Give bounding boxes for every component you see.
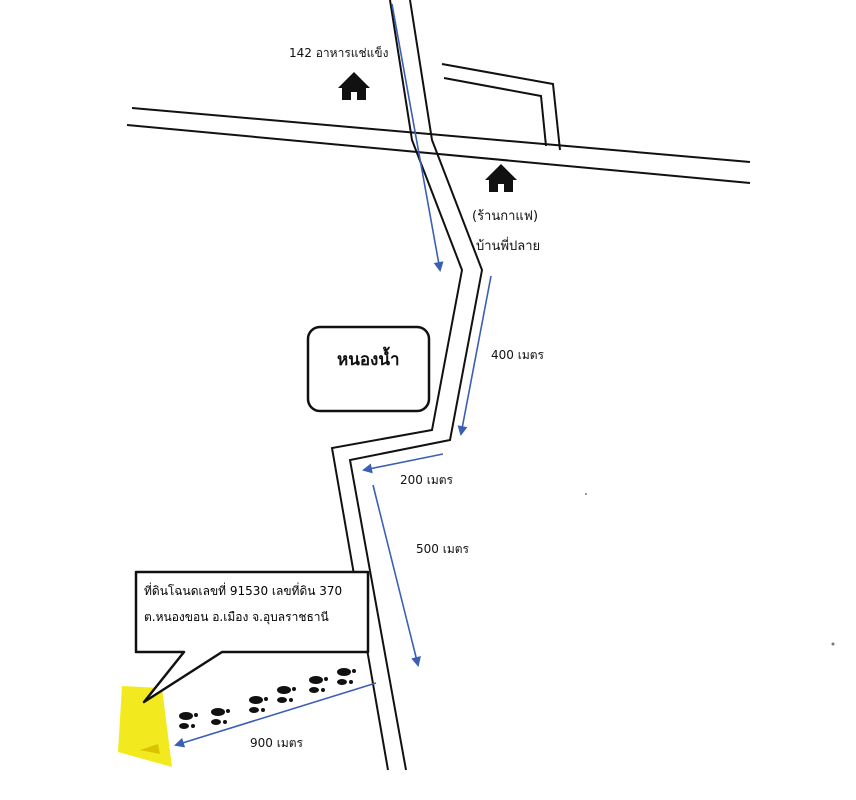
arrow-top: [391, 3, 444, 272]
main-road: [330, 0, 484, 771]
distance-900: 900 เมตร: [250, 736, 303, 750]
land-parcel: [118, 686, 172, 767]
footprints-icon: [179, 668, 356, 729]
house-icon: [338, 72, 370, 100]
cross-road: [126, 107, 751, 184]
scan-dot: [585, 493, 587, 495]
arrow-900: [174, 682, 377, 748]
label-restaurant: 142 อาหารแช่แข็ง: [289, 46, 389, 60]
parcel-mark: [140, 744, 160, 754]
label-house: บ้านพี่ปลาย: [476, 239, 541, 254]
distance-400: 400 เมตร: [491, 348, 544, 362]
label-pond: หนองน้ำ: [337, 350, 400, 370]
arrow-200: [362, 453, 444, 474]
callout-text: ที่ดินโฉนดเลขที่ 91530 เลขที่ดิน 370 ต.ห…: [144, 578, 362, 630]
direction-arrows: [174, 3, 492, 748]
callout-box: [134, 570, 370, 704]
side-lane: [441, 63, 561, 151]
callout-line2: ต.หนองขอน อ.เมือง จ.อุบลราชธานี: [144, 610, 329, 624]
scan-dot: [831, 642, 835, 646]
label-cafe: (ร้านกาแฟ): [472, 209, 539, 224]
callout-line1: ที่ดินโฉนดเลขที่ 91530 เลขที่ดิน 370: [144, 584, 343, 598]
arrow-400: [457, 275, 492, 436]
pond-box: [306, 325, 431, 413]
distance-500: 500 เมตร: [416, 542, 469, 556]
arrow-500: [372, 484, 421, 667]
distance-200: 200 เมตร: [400, 473, 453, 487]
house-icon: [485, 164, 517, 192]
